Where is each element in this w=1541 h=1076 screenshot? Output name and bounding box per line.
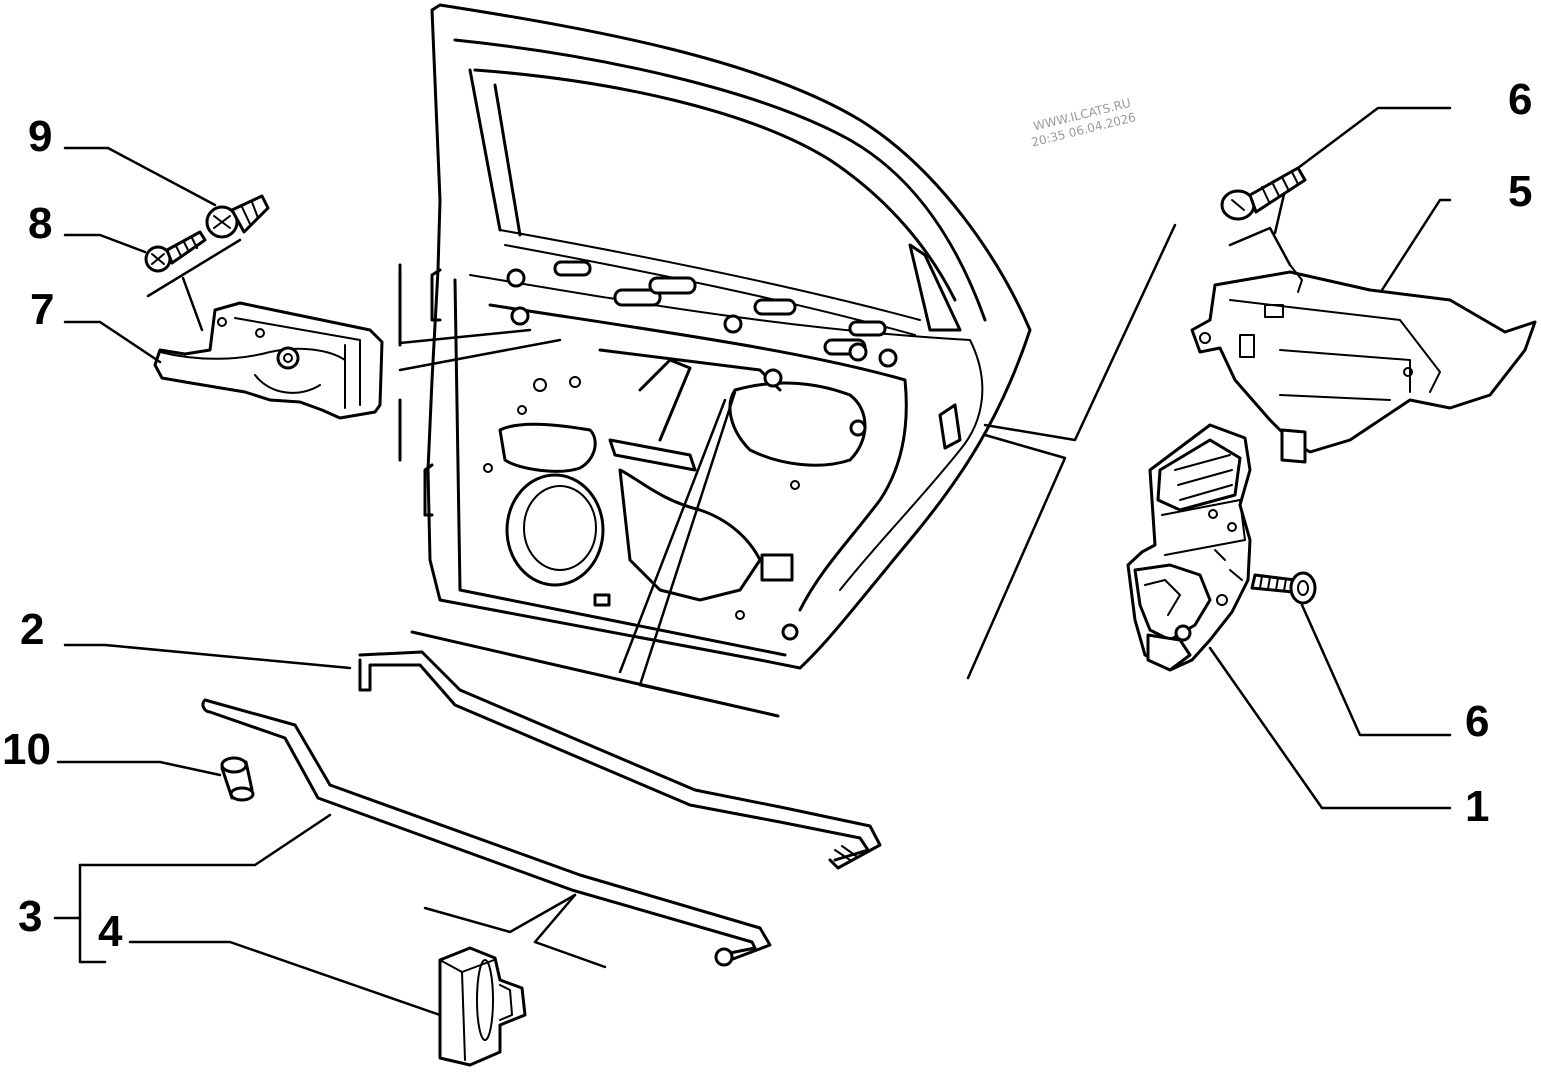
leader-latch-to-door-2 (966, 433, 1067, 680)
callout-leader-7 (63, 320, 162, 364)
leader-latch-to-door (983, 223, 1177, 442)
bushing-part-10 (220, 756, 255, 802)
callout-1: 1 (1465, 782, 1490, 831)
callout-7: 7 (30, 285, 55, 334)
leader-screw-handle-2 (181, 276, 204, 332)
control-rod-part-3 (201, 698, 772, 967)
leader-clip-rod (423, 893, 577, 934)
callout-10: 10 (2, 725, 51, 774)
callout-8: 8 (28, 199, 53, 248)
callout-leader-9 (63, 146, 217, 207)
door-latch-part-1 (1126, 423, 1252, 672)
callout-leader-3-bracket (78, 863, 107, 964)
callout-leaders (53, 106, 1452, 1017)
callout-6-bottom: 6 (1465, 697, 1490, 746)
bolt-part-6-bottom (1250, 571, 1317, 605)
inner-door-handle (153, 301, 384, 420)
leader-handle-to-door-2 (398, 338, 562, 372)
callout-leader-2 (63, 643, 352, 670)
bolt-part-6-top (1220, 166, 1307, 221)
callout-leader-3 (78, 813, 332, 867)
callout-leader-1 (1208, 646, 1452, 810)
callout-5: 5 (1508, 167, 1533, 216)
leader-clip-rod-2 (533, 940, 607, 969)
callout-4: 4 (98, 907, 123, 956)
callout-leader-6-top (1296, 106, 1452, 170)
leader-handle-to-door (398, 328, 532, 345)
callout-leader-4 (128, 940, 442, 1017)
callout-leader-8 (63, 233, 147, 254)
screw-part-8 (144, 230, 207, 273)
callout-leader-10 (56, 760, 222, 777)
callout-9: 9 (28, 112, 53, 161)
rear-door-frame (398, 3, 1032, 718)
callout-2: 2 (20, 605, 45, 654)
leader-rod-to-door-2 (618, 398, 727, 674)
control-rod-part-2 (358, 650, 882, 870)
clip-part-4 (438, 946, 527, 1067)
callout-leader-5 (1380, 198, 1452, 292)
callout-3: 3 (18, 892, 43, 941)
callout-6-top: 6 (1508, 75, 1533, 124)
lock-cover-part-5 (1190, 264, 1537, 464)
leader-bolt-cover (1228, 226, 1292, 267)
leader-rod-to-door (638, 390, 737, 687)
leader-lines (146, 188, 1292, 969)
callout-leader-6-bottom (1300, 603, 1452, 737)
plug-part-9 (205, 194, 270, 239)
leader-screw-handle (146, 238, 242, 298)
leader-bolt-cover-2 (1273, 188, 1287, 235)
